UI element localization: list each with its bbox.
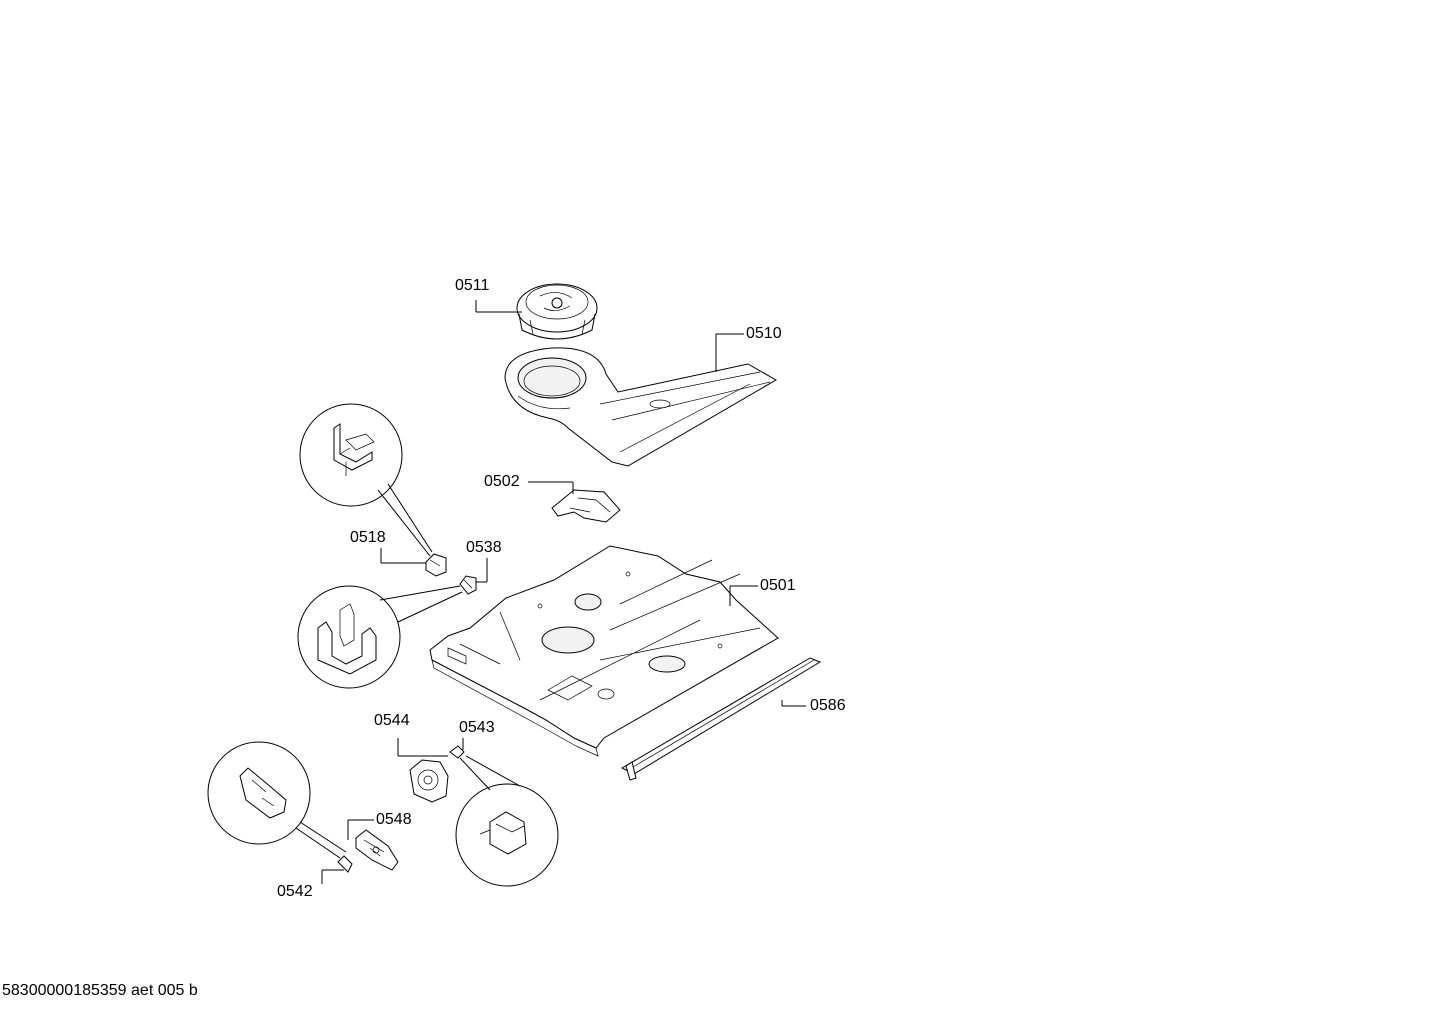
label-0510: 0510: [746, 325, 782, 342]
label-0586: 0586: [810, 697, 846, 714]
label-0501: 0501: [760, 577, 796, 594]
part-0586-rail: [620, 657, 822, 781]
detail-circle-0543: [455, 755, 559, 887]
label-0511: 0511: [455, 277, 490, 294]
footer-document-code: 58300000185359 aet 005 b: [2, 982, 198, 999]
part-0543-connector: [449, 745, 465, 759]
part-0538-bracket: [459, 575, 477, 595]
part-0502-air-duct: [551, 489, 621, 523]
label-0542: 0542: [277, 883, 313, 900]
label-0502: 0502: [484, 473, 520, 490]
label-0544: 0544: [374, 712, 410, 729]
part-0544-motor: [409, 759, 449, 803]
detail-circle-0518: [299, 403, 433, 557]
label-0538: 0538: [466, 539, 502, 556]
part-0542-switch: [337, 855, 353, 873]
label-0548: 0548: [376, 811, 412, 828]
part-0510-fan-cover: [504, 347, 778, 467]
part-0518-bracket: [425, 553, 447, 577]
label-0518: 0518: [350, 529, 386, 546]
detail-circle-0538: [297, 585, 463, 689]
detail-circle-0542: [207, 741, 347, 859]
part-0501-base-tray: [429, 545, 779, 757]
label-0543: 0543: [459, 719, 495, 736]
part-0511-fan-wheel: [516, 283, 598, 340]
part-0548-switch-assembly: [355, 829, 399, 871]
